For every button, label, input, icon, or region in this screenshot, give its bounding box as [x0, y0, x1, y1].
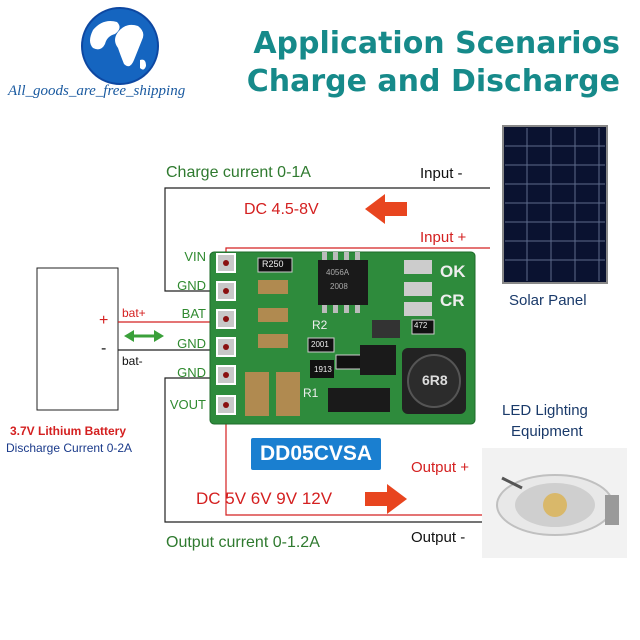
output-minus-label: Output -	[411, 529, 466, 546]
silk-r1: R1	[303, 386, 319, 400]
battery-plus-sign: +	[99, 312, 109, 329]
pcb-board	[209, 251, 476, 425]
output-current-label: Output current 0-1.2A	[166, 534, 320, 551]
silk-2008: 2008	[330, 282, 348, 291]
double-arrow-icon	[124, 330, 164, 342]
input-minus-label: Input -	[420, 165, 463, 182]
wire-output-negative	[164, 377, 490, 523]
solar-panel-label: Solar Panel	[509, 292, 587, 309]
battery-discharge-label: Discharge Current 0-2A	[6, 441, 133, 455]
silk-1913: 1913	[314, 365, 332, 374]
silk-r2: R2	[312, 318, 328, 332]
silk-ok: OK	[440, 262, 466, 281]
model-badge: DD05CVSA	[251, 438, 382, 470]
silk-2001: 2001	[311, 340, 329, 349]
pin-gnd-1: GND	[177, 278, 206, 293]
pin-gnd-2: GND	[177, 336, 206, 351]
silk-472: 472	[414, 321, 428, 330]
led-label-line-2: Equipment	[511, 423, 583, 440]
led-label-line-1: LED Lighting	[502, 402, 588, 419]
pin-gnd-3: GND	[177, 365, 206, 380]
arrow-left-icon	[365, 194, 407, 224]
store-tagline: All_goods_are_free_shipping	[8, 83, 186, 99]
silk-4056a: 4056A	[326, 268, 350, 277]
wire-charge-negative	[164, 187, 490, 292]
bat-minus-label: bat-	[122, 354, 143, 368]
input-plus-label: Input +	[420, 229, 467, 246]
silk-cr: CR	[440, 291, 465, 310]
globe-logo-icon	[81, 7, 159, 85]
wire-output-positive	[225, 405, 490, 516]
pin-vout: VOUT	[169, 397, 206, 412]
silk-6r8: 6R8	[422, 372, 448, 388]
pin-vin: VIN	[184, 249, 206, 264]
output-plus-label: Output +	[411, 459, 469, 476]
bat-plus-label: bat+	[122, 306, 146, 320]
output-voltage-label: DC 5V 6V 9V 12V	[196, 489, 333, 508]
title-line-2: Charge and Discharge	[246, 64, 620, 99]
title-line-1: Application Scenarios	[253, 26, 620, 61]
led-light-image	[482, 448, 627, 558]
pin-bat: BAT	[181, 306, 206, 321]
battery-name-label: 3.7V Lithium Battery	[10, 424, 127, 438]
arrow-right-icon	[365, 484, 407, 514]
charge-voltage-label: DC 4.5-8V	[244, 201, 319, 218]
solar-panel-image	[502, 125, 608, 284]
silk-r250: R250	[262, 259, 284, 269]
charge-current-label: Charge current 0-1A	[166, 164, 311, 181]
battery-outline	[36, 267, 119, 411]
battery-minus-sign: -	[101, 340, 107, 357]
